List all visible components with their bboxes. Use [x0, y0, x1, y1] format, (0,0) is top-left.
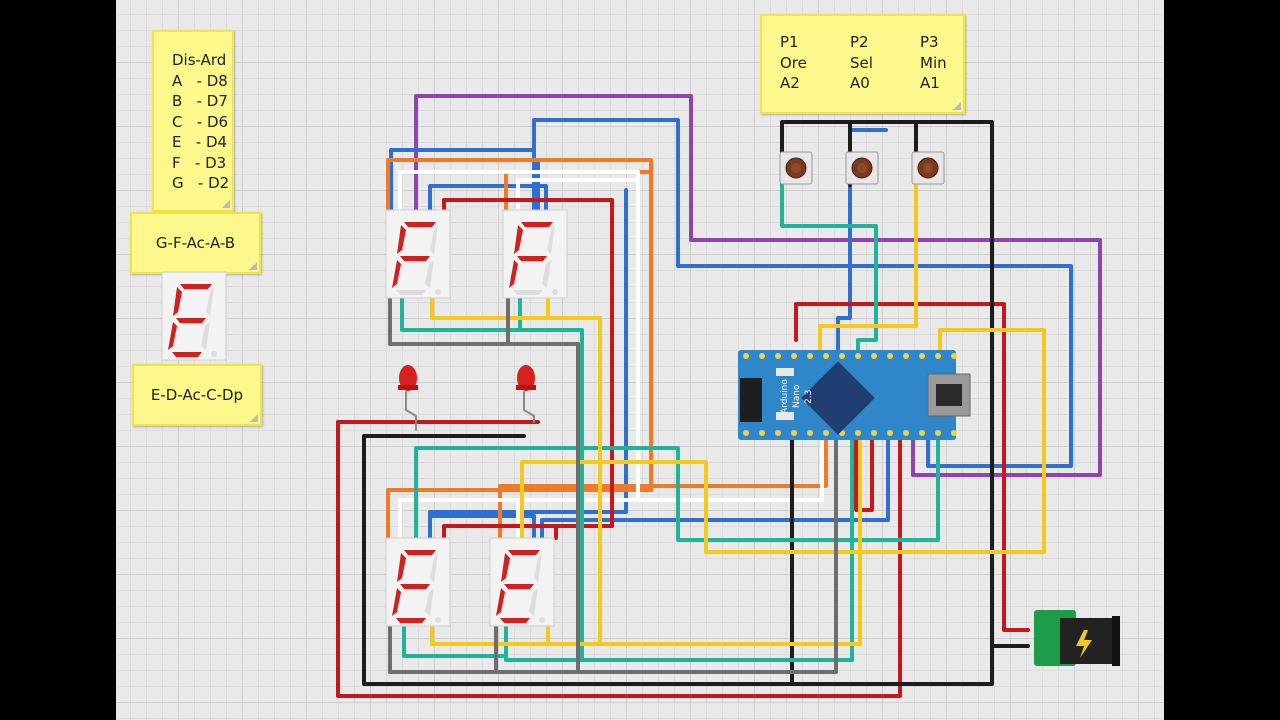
led-left[interactable]	[398, 365, 418, 391]
button-name: P1	[780, 33, 799, 51]
button-column-p3: P3 Min A1	[920, 32, 990, 112]
resize-handle[interactable]	[953, 102, 961, 110]
breadboard-canvas: Dis-Ard A - D8 B - D7 C - D6 E - D4 F - …	[116, 0, 1164, 720]
pin-mapping-line: E - D4	[172, 133, 228, 151]
button-pin: A2	[780, 74, 800, 92]
button-name: P2	[850, 33, 869, 51]
button-function: Sel	[850, 53, 873, 72]
button-function: Min	[920, 53, 947, 72]
buttons-note[interactable]: P1 Ore A2 P2 Sel A0 P3 Min A1	[760, 14, 965, 114]
button-column-p1: P1 Ore A2	[780, 32, 850, 112]
display-bottom-right[interactable]	[489, 537, 555, 627]
push-button-p2[interactable]	[845, 151, 879, 185]
display-top-right[interactable]	[502, 209, 568, 299]
circuit-drawing: Arduino Nano 2.3	[161, 94, 1120, 698]
board-label: 2.3	[804, 390, 814, 404]
display-legend	[161, 271, 227, 361]
pin-mapping-line: C - D6	[172, 112, 229, 131]
pin-mapping-line: G - D2	[172, 174, 230, 192]
bottom-pins-note[interactable]: E-D-Ac-C-Dp	[132, 364, 262, 426]
top-pins-label: G-F-Ac-A-B	[155, 234, 236, 252]
power-jack[interactable]	[1034, 610, 1120, 666]
resize-handle[interactable]	[222, 200, 230, 208]
pin-mapping-line: B - D7	[172, 92, 228, 110]
button-pin: A0	[850, 74, 870, 92]
pin-mapping-note[interactable]: Dis-Ard A - D8 B - D7 C - D6 E - D4 F - …	[152, 30, 234, 212]
pin-mapping-line: A - D8	[172, 71, 228, 90]
led-right[interactable]	[516, 365, 536, 391]
button-function: Ore	[780, 53, 807, 72]
pin-mapping-title: Dis-Ard	[172, 51, 227, 69]
push-button-p3[interactable]	[911, 151, 945, 185]
button-column-p2: P2 Sel A0	[850, 32, 920, 112]
board-label: Arduino	[780, 379, 790, 414]
display-top-left[interactable]	[385, 209, 451, 299]
resize-handle[interactable]	[249, 262, 257, 270]
bottom-pins-label: E-D-Ac-C-Dp	[150, 386, 244, 404]
button-pin: A1	[920, 74, 940, 92]
pin-mapping-line: F - D3	[172, 153, 227, 172]
arduino-nano-board[interactable]: Arduino Nano 2.3	[738, 350, 971, 440]
push-button-p1[interactable]	[779, 151, 813, 185]
lightning-icon	[1076, 630, 1092, 658]
top-pins-note[interactable]: G-F-Ac-A-B	[130, 212, 261, 274]
board-label: Nano	[792, 384, 802, 408]
button-name: P3	[920, 33, 939, 51]
display-bottom-left[interactable]	[385, 537, 451, 627]
resize-handle[interactable]	[250, 414, 258, 422]
